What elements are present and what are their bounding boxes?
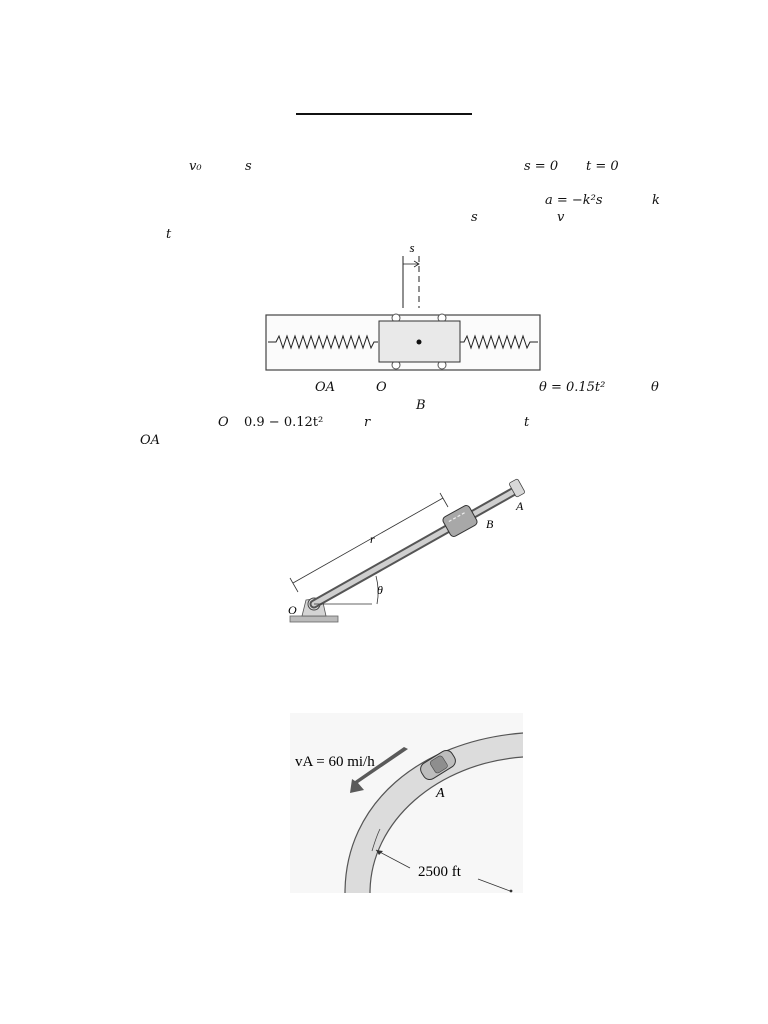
rod-collar-figure: r A B θ O <box>288 478 525 623</box>
r-tick <box>289 577 299 593</box>
symbol-r: r <box>364 415 371 430</box>
s-arrowhead <box>413 260 420 268</box>
car-A <box>420 749 456 781</box>
road-marker <box>371 828 381 852</box>
road-inner-edge <box>369 756 523 893</box>
eq-acceleration: a = −k²s <box>545 193 603 208</box>
velocity-arrow <box>350 747 408 793</box>
symbol-B: B <box>416 398 426 413</box>
symbol-s: s <box>245 159 252 174</box>
symbol-theta: θ <box>651 380 659 395</box>
label-r: r <box>370 532 375 546</box>
road-outer-edge <box>344 732 523 893</box>
r-dimension-line <box>292 497 444 584</box>
collar-body <box>442 505 478 537</box>
left-spring <box>268 334 378 350</box>
collar-B <box>442 505 478 537</box>
radius-leader-2 <box>477 878 511 892</box>
label-O: O <box>288 603 297 617</box>
symbol-OA-2: OA <box>140 433 161 448</box>
radius-leader <box>375 849 411 869</box>
rod-OA-highlight <box>311 486 521 607</box>
ground <box>289 615 339 623</box>
symbol-v0: v₀ <box>189 159 202 174</box>
eq-r-expression: 0.9 − 0.12t² <box>244 415 324 430</box>
curved-road-figure: vA = 60 mi/h A 2500 ft <box>290 713 523 893</box>
eq-theta: θ = 0.15t² <box>539 380 606 395</box>
label-radius: 2500 ft <box>418 864 462 880</box>
eq-t-zero: t = 0 <box>586 159 619 174</box>
spring-block-figure: s <box>265 240 541 371</box>
label-theta: θ <box>377 583 383 597</box>
symbol-t: t <box>166 227 172 242</box>
rod-end-cap <box>509 478 525 498</box>
theta-arc <box>375 575 379 605</box>
symbol-t-2: t <box>524 415 530 430</box>
symbol-O: O <box>376 380 387 395</box>
figure-s-label: s <box>409 240 414 255</box>
symbol-O-2: O <box>218 415 229 430</box>
block-center-dot <box>416 339 422 345</box>
radius-arrowhead <box>376 850 383 855</box>
symbol-v: v <box>557 210 565 225</box>
center-point <box>509 889 513 893</box>
symbol-OA: OA <box>315 380 336 395</box>
symbol-k: k <box>652 193 660 208</box>
label-velocity: vA = 60 mi/h <box>295 754 375 770</box>
title-underline <box>296 113 472 115</box>
label-A: A <box>435 786 445 801</box>
label-B: B <box>486 517 494 531</box>
right-spring <box>460 334 538 350</box>
r-tick <box>439 492 449 508</box>
symbol-s-2: s <box>471 210 478 225</box>
eq-s-zero: s = 0 <box>524 159 559 174</box>
car-roof <box>430 755 448 774</box>
label-A: A <box>515 499 524 513</box>
collar-dash <box>448 511 467 522</box>
